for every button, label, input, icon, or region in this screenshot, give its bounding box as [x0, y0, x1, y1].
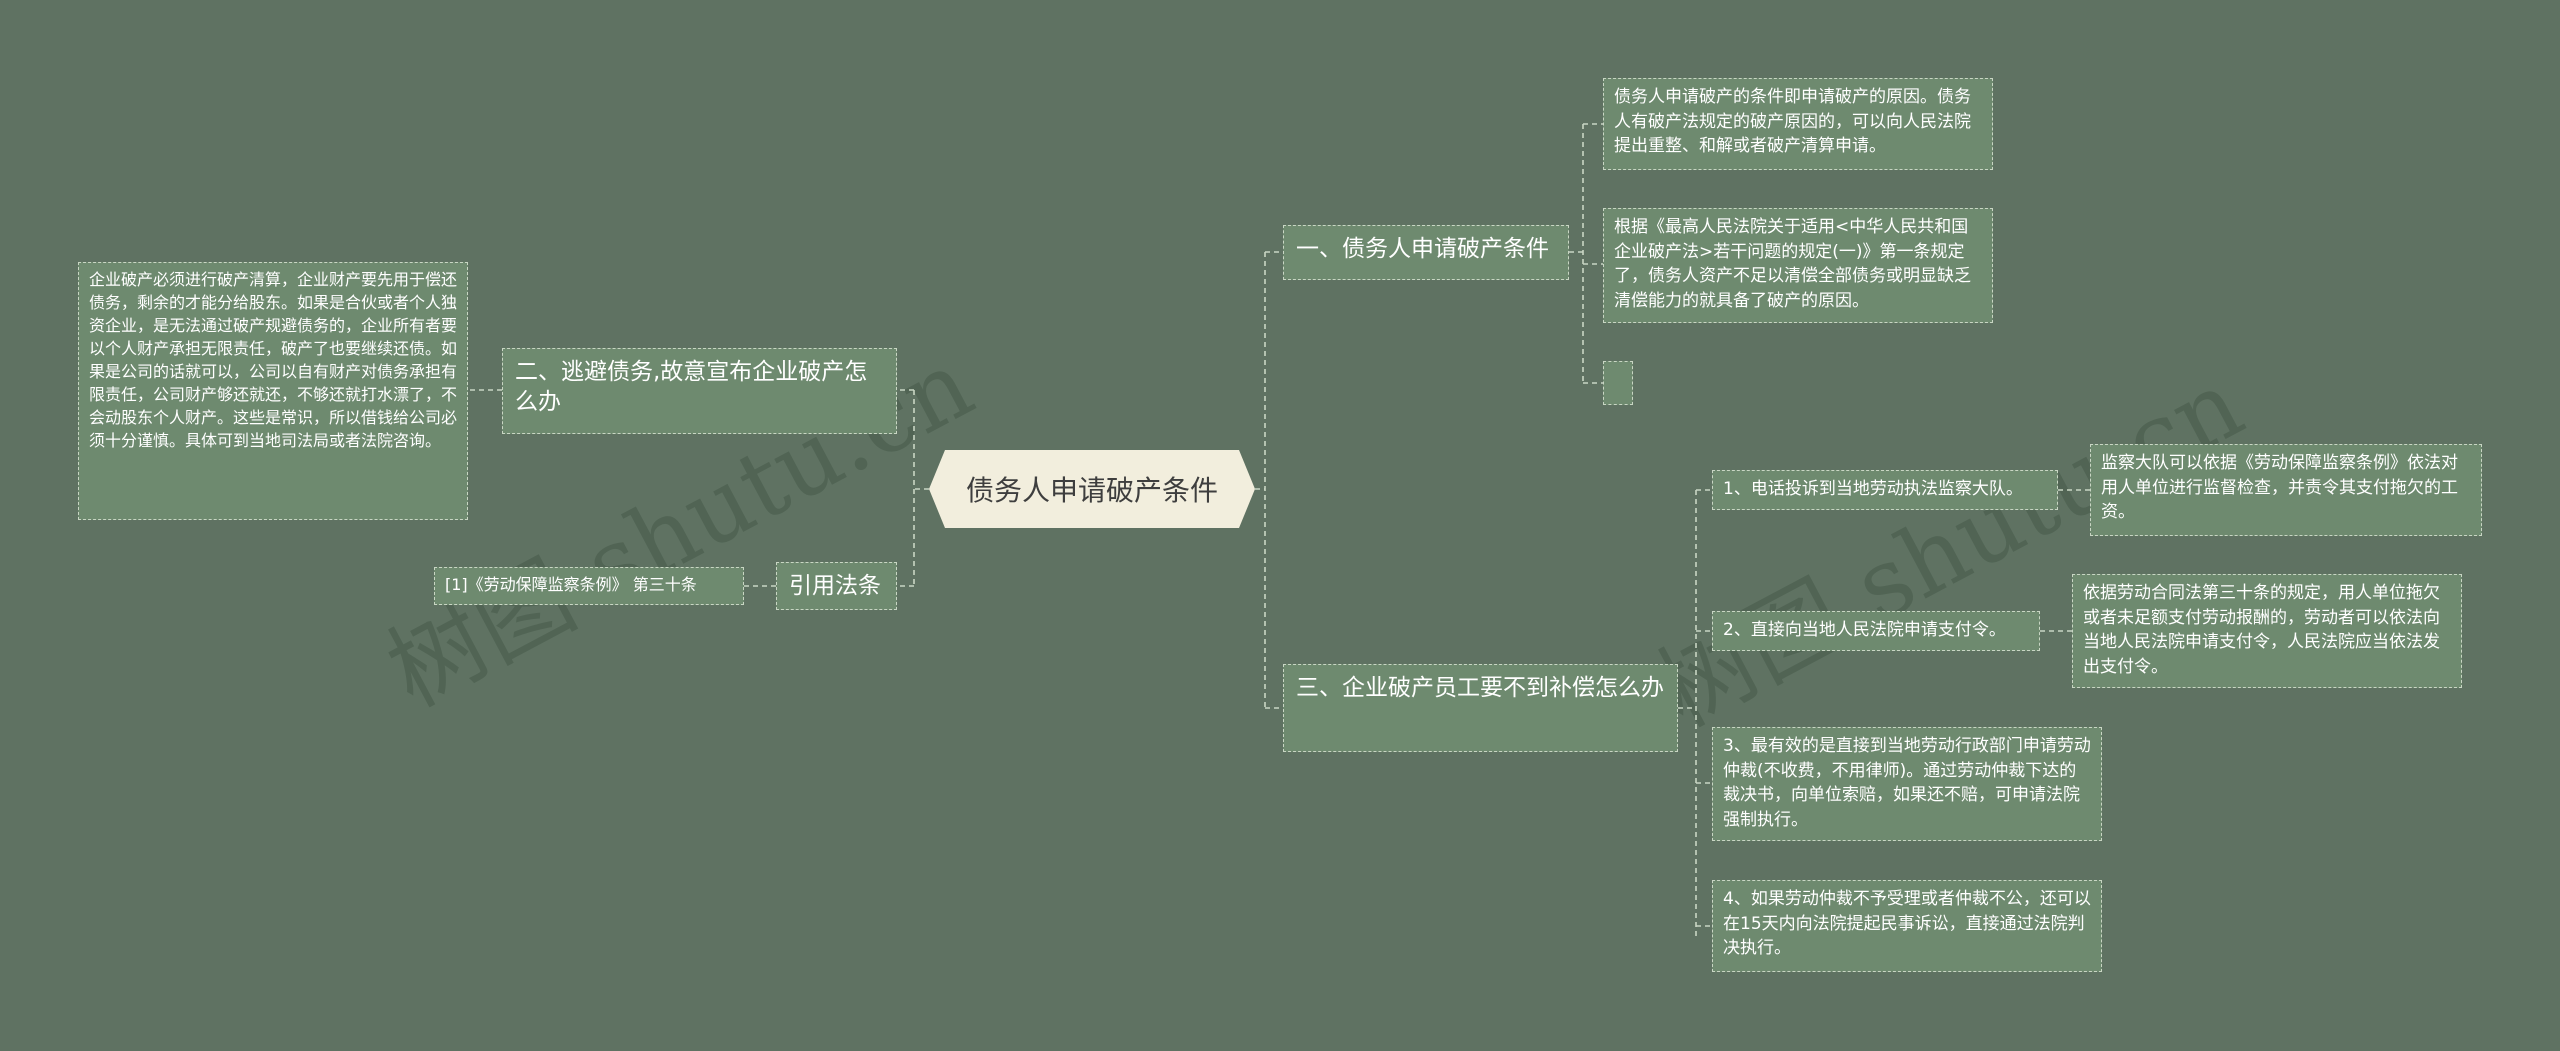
watermark-right: 树图 shutu.cn [1640, 348, 2260, 749]
detail-text: 依据劳动合同法第三十条的规定，用人单位拖欠或者未足额支付劳动报酬的，劳动者可以依… [2083, 583, 2440, 677]
leaf-b1-3-empty[interactable] [1603, 361, 1633, 405]
root-node[interactable]: 债务人申请破产条件 [929, 450, 1255, 528]
item-complaint[interactable]: 1、电话投诉到当地劳动执法监察大队。 [1712, 470, 2058, 510]
item-payment-order[interactable]: 2、直接向当地人民法院申请支付令。 [1712, 611, 2040, 651]
item-text: 1、电话投诉到当地劳动执法监察大队。 [1723, 479, 2023, 499]
item-text: 4、如果劳动仲裁不予受理或者仲裁不公，还可以在15天内向法院提起民事诉讼，直接通… [1723, 889, 2091, 958]
leaf-b1-1[interactable]: 债务人申请破产的条件即申请破产的原因。债务人有破产法规定的破产原因的，可以向人民… [1603, 78, 1993, 170]
leaf-b2[interactable]: 企业破产必须进行破产清算，企业财产要先用于偿还债务，剩余的才能分给股东。如果是合… [78, 262, 468, 520]
detail-text: 监察大队可以依据《劳动保障监察条例》依法对用人单位进行监督检查，并责令其支付拖欠… [2101, 453, 2458, 522]
branch-debtor-conditions[interactable]: 一、债务人申请破产条件 [1283, 225, 1569, 280]
branch-label: 三、企业破产员工要不到补偿怎么办 [1296, 675, 1664, 701]
branch-debt-evasion[interactable]: 二、逃避债务,故意宣布企业破产怎么办 [502, 348, 897, 434]
item-text: 3、最有效的是直接到当地劳动行政部门申请劳动仲裁(不收费，不用律师)。通过劳动仲… [1723, 736, 2091, 830]
item-labor-arbitration[interactable]: 3、最有效的是直接到当地劳动行政部门申请劳动仲裁(不收费，不用律师)。通过劳动仲… [1712, 727, 2102, 841]
item-text: 2、直接向当地人民法院申请支付令。 [1723, 620, 2006, 640]
leaf-text: 债务人申请破产的条件即申请破产的原因。债务人有破产法规定的破产原因的，可以向人民… [1614, 87, 1971, 156]
leaf-b1-2[interactable]: 根据《最高人民法院关于适用<中华人民共和国企业破产法>若干问题的规定(一)》第一… [1603, 208, 1993, 323]
branch-label: 一、债务人申请破产条件 [1296, 236, 1549, 262]
branch-cited-law[interactable]: 引用法条 [776, 562, 897, 610]
detail-payment-order[interactable]: 依据劳动合同法第三十条的规定，用人单位拖欠或者未足额支付劳动报酬的，劳动者可以依… [2072, 574, 2462, 688]
leaf-text: 企业破产必须进行破产清算，企业财产要先用于偿还债务，剩余的才能分给股东。如果是合… [89, 270, 458, 450]
branch-employee-compensation[interactable]: 三、企业破产员工要不到补偿怎么办 [1283, 664, 1678, 752]
branch-label: 引用法条 [789, 573, 881, 599]
detail-complaint[interactable]: 监察大队可以依据《劳动保障监察条例》依法对用人单位进行监督检查，并责令其支付拖欠… [2090, 444, 2482, 536]
leaf-b4[interactable]: [1]《劳动保障监察条例》 第三十条 [434, 567, 744, 605]
leaf-text: 根据《最高人民法院关于适用<中华人民共和国企业破产法>若干问题的规定(一)》第一… [1614, 217, 1971, 311]
leaf-text: [1]《劳动保障监察条例》 第三十条 [445, 575, 697, 594]
branch-label: 二、逃避债务,故意宣布企业破产怎么办 [515, 359, 868, 415]
root-label: 债务人申请破产条件 [965, 474, 1218, 507]
item-civil-lawsuit[interactable]: 4、如果劳动仲裁不予受理或者仲裁不公，还可以在15天内向法院提起民事诉讼，直接通… [1712, 880, 2102, 972]
